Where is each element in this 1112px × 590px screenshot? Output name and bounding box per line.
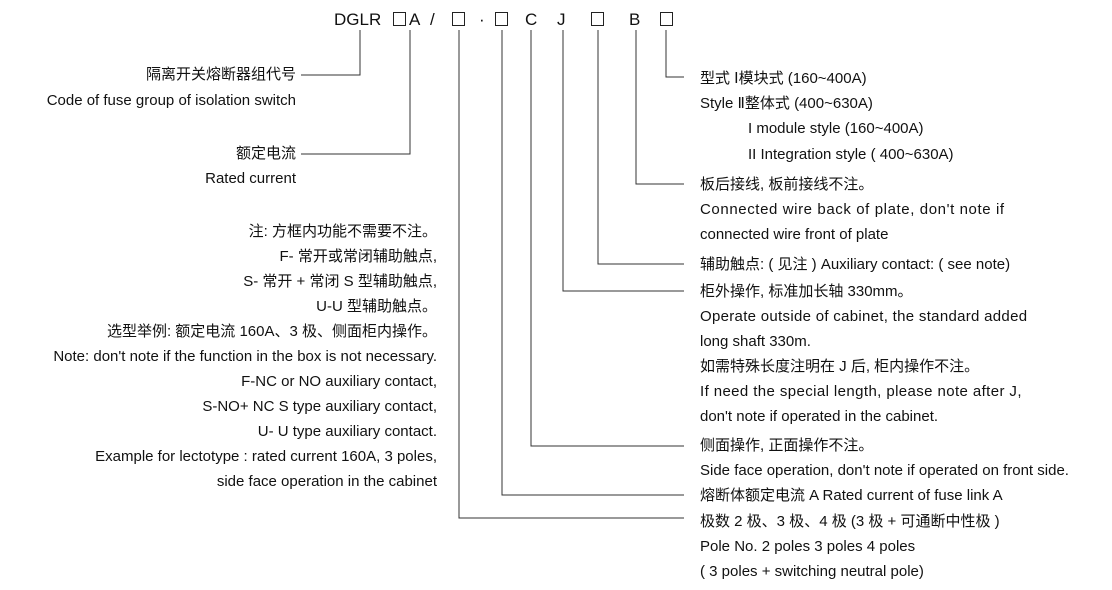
poles-label-en-2: ( 3 poles + switching neutral pole)	[700, 563, 924, 580]
poles-label-en: Pole No. 2 poles 3 poles 4 poles	[700, 538, 916, 555]
note-line: Note: don't note if the function in the …	[53, 348, 437, 365]
leader-line-aux	[597, 30, 684, 265]
leader-line-style	[665, 30, 684, 78]
note-line: U- U type auxiliary contact.	[257, 423, 437, 440]
leader-line-group	[301, 30, 361, 76]
code-box-current	[452, 12, 465, 26]
style-line-1: 型式 Ⅰ模块式 (160~400A)	[700, 70, 867, 87]
code-prefix: DGLR	[334, 10, 382, 29]
special-label-cn: 如需特殊长度注明在 J 后, 柜内操作不注。	[700, 358, 980, 375]
aux-label: 辅助触点: ( 见注 ) Auxiliary contact: ( see no…	[700, 256, 1011, 273]
leader-line-current	[301, 30, 411, 155]
code-box-fuse	[495, 12, 508, 26]
side-label-en: Side face operation, don't note if opera…	[700, 462, 1069, 479]
style-line-3: I module style (160~400A)	[748, 120, 924, 137]
code-letter-b: B	[629, 10, 641, 29]
note-line: S-NO+ NC S type auxiliary contact,	[202, 398, 437, 415]
outside-label-en-2: long shaft 330m.	[700, 333, 811, 350]
note-line: Example for lectotype : rated current 16…	[95, 448, 437, 465]
leader-line-side	[530, 30, 684, 447]
current-label-cn: 额定电流	[235, 145, 296, 162]
code-letter-a: A	[409, 10, 421, 29]
special-label-en-2: don't note if operated in the cabinet.	[700, 408, 939, 425]
note-line: U-U 型辅助触点。	[316, 298, 437, 315]
plate-label-en-1: Connected wire back of plate, don't note…	[700, 201, 1005, 218]
code-letter-c: C	[525, 10, 538, 29]
outside-label-cn: 柜外操作, 标准加长轴 330mm。	[700, 283, 913, 300]
poles-label-cn: 极数 2 极、3 极、4 极 (3 极 + 可通断中性极 )	[700, 513, 1000, 530]
style-line-2: Style Ⅱ整体式 (400~630A)	[700, 95, 873, 112]
outside-label-en-1: Operate outside of cabinet, the standard…	[700, 308, 1028, 325]
plate-label-en-2: connected wire front of plate	[700, 226, 889, 243]
fuse-label: 熔断体额定电流 A Rated current of fuse link A	[700, 487, 1003, 504]
note-line: S- 常开 + 常闭 S 型辅助触点,	[243, 273, 437, 290]
code-dot: ·	[479, 10, 485, 29]
note-line: F- 常开或常闭辅助触点,	[279, 248, 438, 265]
code-box-poles	[393, 12, 406, 26]
plate-label-cn: 板后接线, 板前接线不注。	[700, 176, 874, 193]
group-label-en: Code of fuse group of isolation switch	[46, 92, 296, 109]
group-label-cn: 隔离开关熔断器组代号	[145, 66, 296, 83]
style-line-4: II Integration style ( 400~630A)	[748, 146, 954, 163]
special-label-en-1: If need the special length, please note …	[700, 383, 1022, 400]
leader-line-outside	[562, 30, 684, 292]
note-line: side face operation in the cabinet	[216, 473, 437, 490]
leader-line-poles	[458, 30, 684, 519]
code-letter-j: J	[557, 10, 566, 29]
leader-line-plate	[635, 30, 684, 185]
current-label-en: Rated current	[205, 170, 296, 187]
code-slash: /	[430, 10, 435, 29]
note-line: 注: 方框内功能不需要不注。	[248, 223, 437, 240]
code-box-aux	[591, 12, 604, 26]
code-box-style	[660, 12, 673, 26]
note-line: F-NC or NO auxiliary contact,	[241, 373, 437, 390]
leader-line-fuse	[501, 30, 684, 496]
note-line: 选型举例: 额定电流 160A、3 极、侧面柜内操作。	[106, 323, 437, 340]
side-label-cn: 侧面操作, 正面操作不注。	[700, 437, 874, 454]
